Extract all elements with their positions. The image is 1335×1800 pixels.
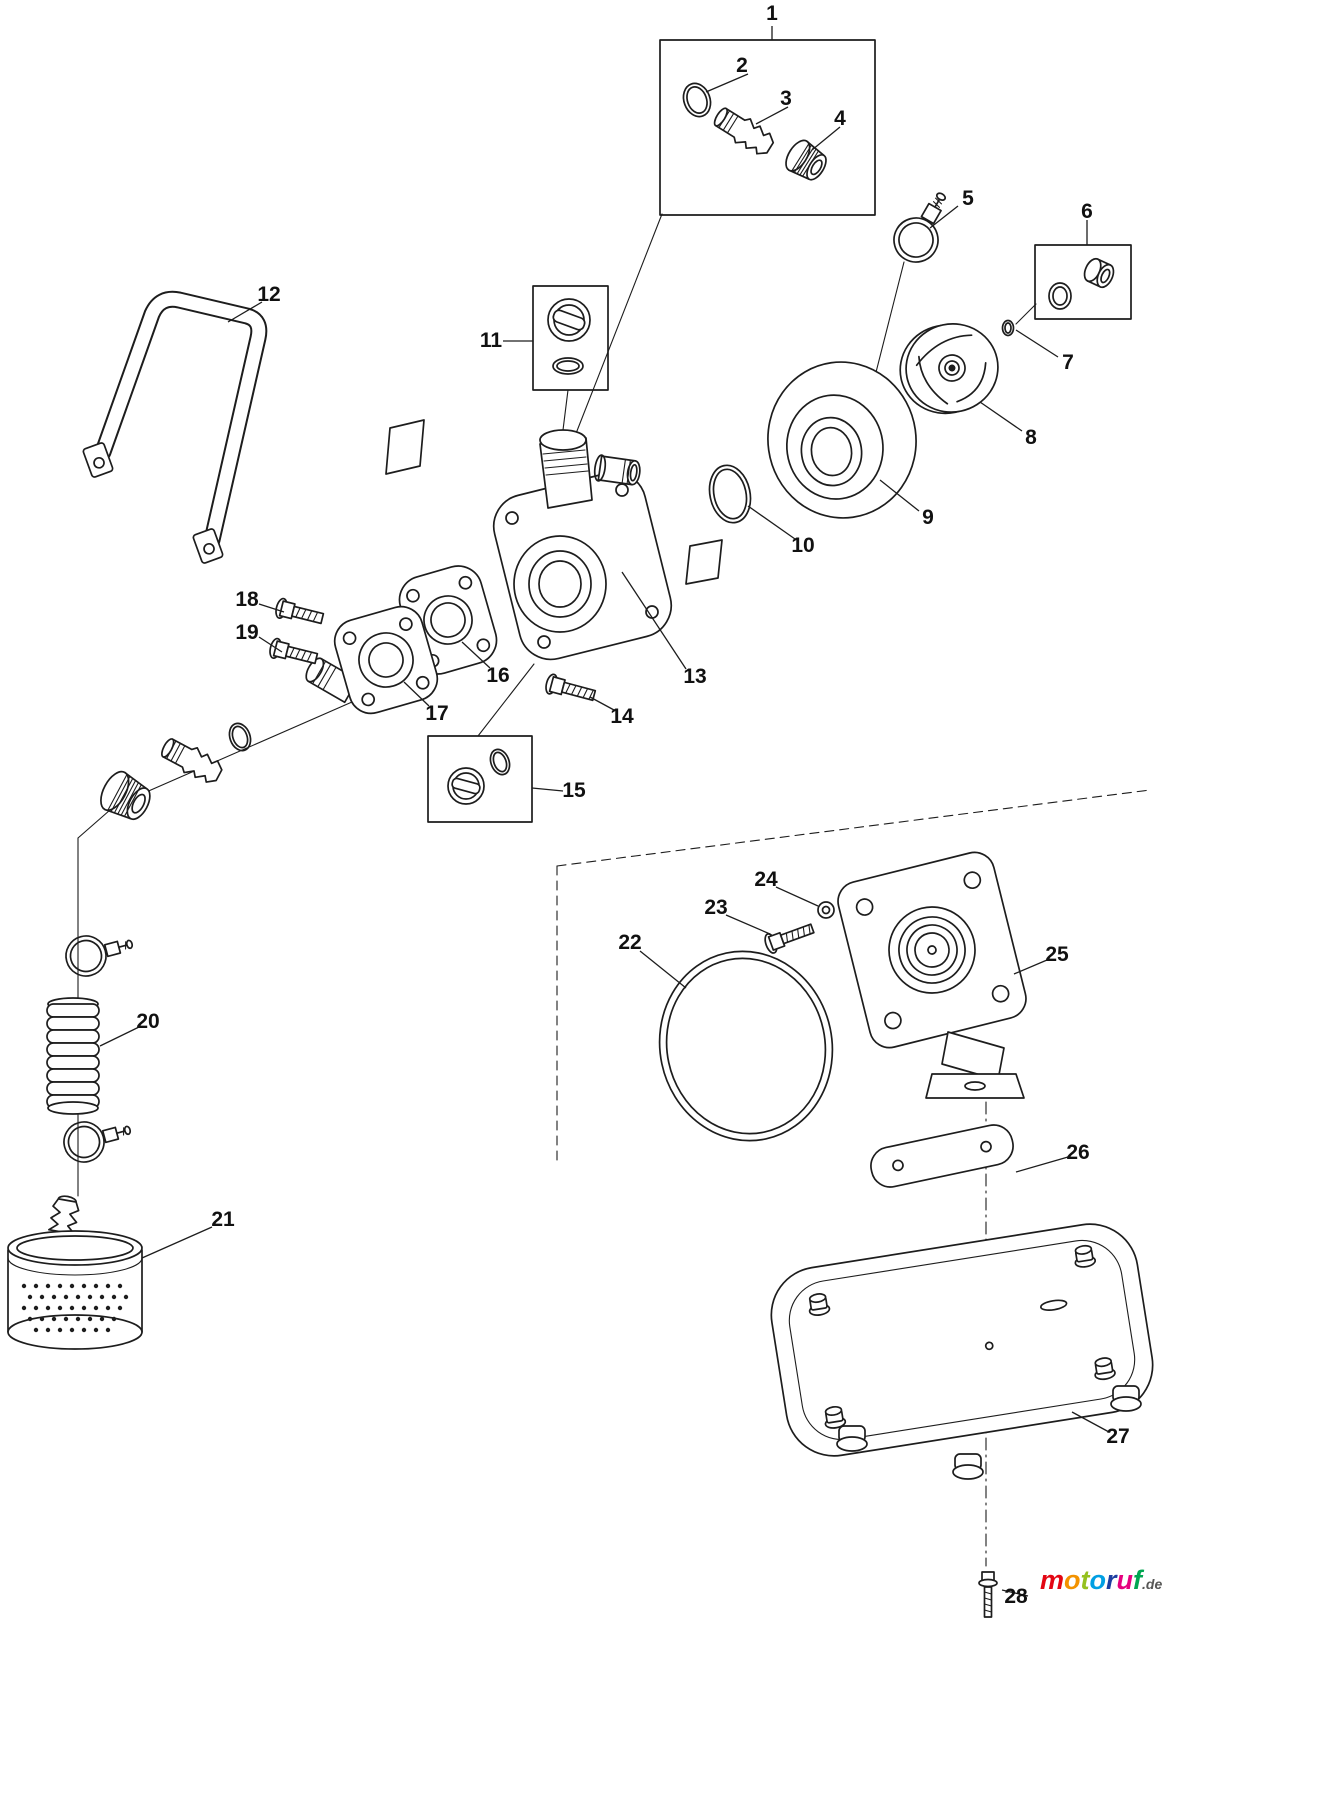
callout-7: 7	[1062, 351, 1074, 374]
part-9-volute-casing	[767, 361, 917, 519]
part-14-bolt	[545, 673, 597, 702]
part-11-plug-o-ring	[552, 357, 584, 375]
callout-2: 2	[736, 54, 748, 77]
logo-letter-f: f	[1133, 1565, 1143, 1595]
logo-suffix: .de	[1142, 1576, 1163, 1592]
part-21-strainer	[7, 1195, 143, 1350]
logo-letter-o1: o	[1064, 1565, 1081, 1595]
part-15-plug-o-ring	[489, 748, 511, 776]
part-11-group-box	[532, 285, 609, 391]
callout-13: 13	[683, 665, 707, 688]
part-2-o-ring	[682, 82, 712, 118]
strainer-holes	[21, 1283, 129, 1333]
callout-19: 19	[235, 621, 259, 644]
callout-6: 6	[1081, 200, 1093, 223]
callout-16: 16	[486, 664, 510, 687]
part-23-bolt	[764, 923, 815, 954]
callout-26: 26	[1066, 1141, 1090, 1164]
blank-decal-left	[385, 419, 425, 475]
callout-25: 25	[1045, 943, 1069, 966]
part-26-spacer-plate	[870, 1124, 1014, 1188]
part-27-base-plate	[770, 1223, 1154, 1480]
rubber-foot	[1110, 1385, 1142, 1412]
callout-17: 17	[425, 702, 449, 725]
inlet-coupling-nut	[100, 770, 151, 821]
logo-letter-m: m	[1040, 1565, 1065, 1595]
part-12-handle	[82, 290, 268, 564]
part-11-filler-plug	[547, 298, 591, 342]
callout-12: 12	[257, 283, 281, 306]
part-4-coupling-nut	[785, 139, 827, 181]
part-10-o-ring	[708, 464, 752, 524]
logo-letter-r: r	[1106, 1565, 1117, 1595]
callout-14: 14	[610, 705, 634, 728]
part-15-group-box	[427, 735, 533, 823]
part-7-o-ring	[1001, 319, 1015, 337]
hose-clamp-lower	[63, 1121, 132, 1163]
callout-23: 23	[704, 896, 728, 919]
part-18-bolt	[275, 597, 325, 625]
rubber-foot	[836, 1425, 868, 1452]
callout-20: 20	[136, 1010, 160, 1033]
part-1-group-box	[659, 39, 876, 216]
blank-decal-right	[685, 539, 723, 585]
rubber-foot	[952, 1453, 984, 1480]
part-15-drain-plug	[447, 767, 485, 805]
part-8-impeller	[899, 323, 999, 415]
motoruf-logo[interactable]: motoruf.de	[1040, 1565, 1163, 1596]
part-6-mechanical-seal	[1083, 257, 1115, 289]
part-5-hose-clamp	[893, 192, 947, 263]
part-28-bolt	[978, 1571, 998, 1618]
callout-24: 24	[754, 868, 778, 891]
callout-18: 18	[235, 588, 259, 611]
leader-lines	[99, 26, 1110, 1597]
logo-letter-o2: o	[1089, 1565, 1107, 1595]
part-22-large-o-ring	[658, 950, 834, 1142]
callout-27: 27	[1106, 1425, 1130, 1448]
part-6-seal-seat	[1048, 282, 1072, 310]
callout-9: 9	[922, 506, 934, 529]
part-24-washer	[817, 901, 835, 919]
logo-letter-u: u	[1116, 1565, 1134, 1595]
callout-22: 22	[618, 931, 642, 954]
callout-28: 28	[1004, 1585, 1028, 1608]
logo-letter-t: t	[1080, 1565, 1090, 1595]
hose-clamp-upper	[65, 935, 134, 977]
part-3-hose-barb	[713, 107, 775, 155]
callout-15: 15	[562, 779, 586, 802]
inlet-hose-barb	[161, 738, 223, 783]
callout-8: 8	[1025, 426, 1037, 449]
callout-3: 3	[780, 87, 792, 110]
part-25-adapter-bracket	[837, 851, 1027, 1099]
callout-10: 10	[791, 534, 815, 557]
callout-1: 1	[766, 2, 778, 25]
part-6-group-box	[1034, 244, 1132, 320]
callout-4: 4	[834, 107, 846, 130]
callout-21: 21	[211, 1208, 235, 1231]
part-13-pump-housing	[492, 429, 673, 661]
callout-5: 5	[962, 187, 974, 210]
part-17-suction-flange	[305, 605, 439, 715]
part-20-suction-hose	[46, 997, 100, 1115]
callout-11: 11	[479, 329, 503, 352]
inlet-o-ring	[228, 722, 252, 752]
